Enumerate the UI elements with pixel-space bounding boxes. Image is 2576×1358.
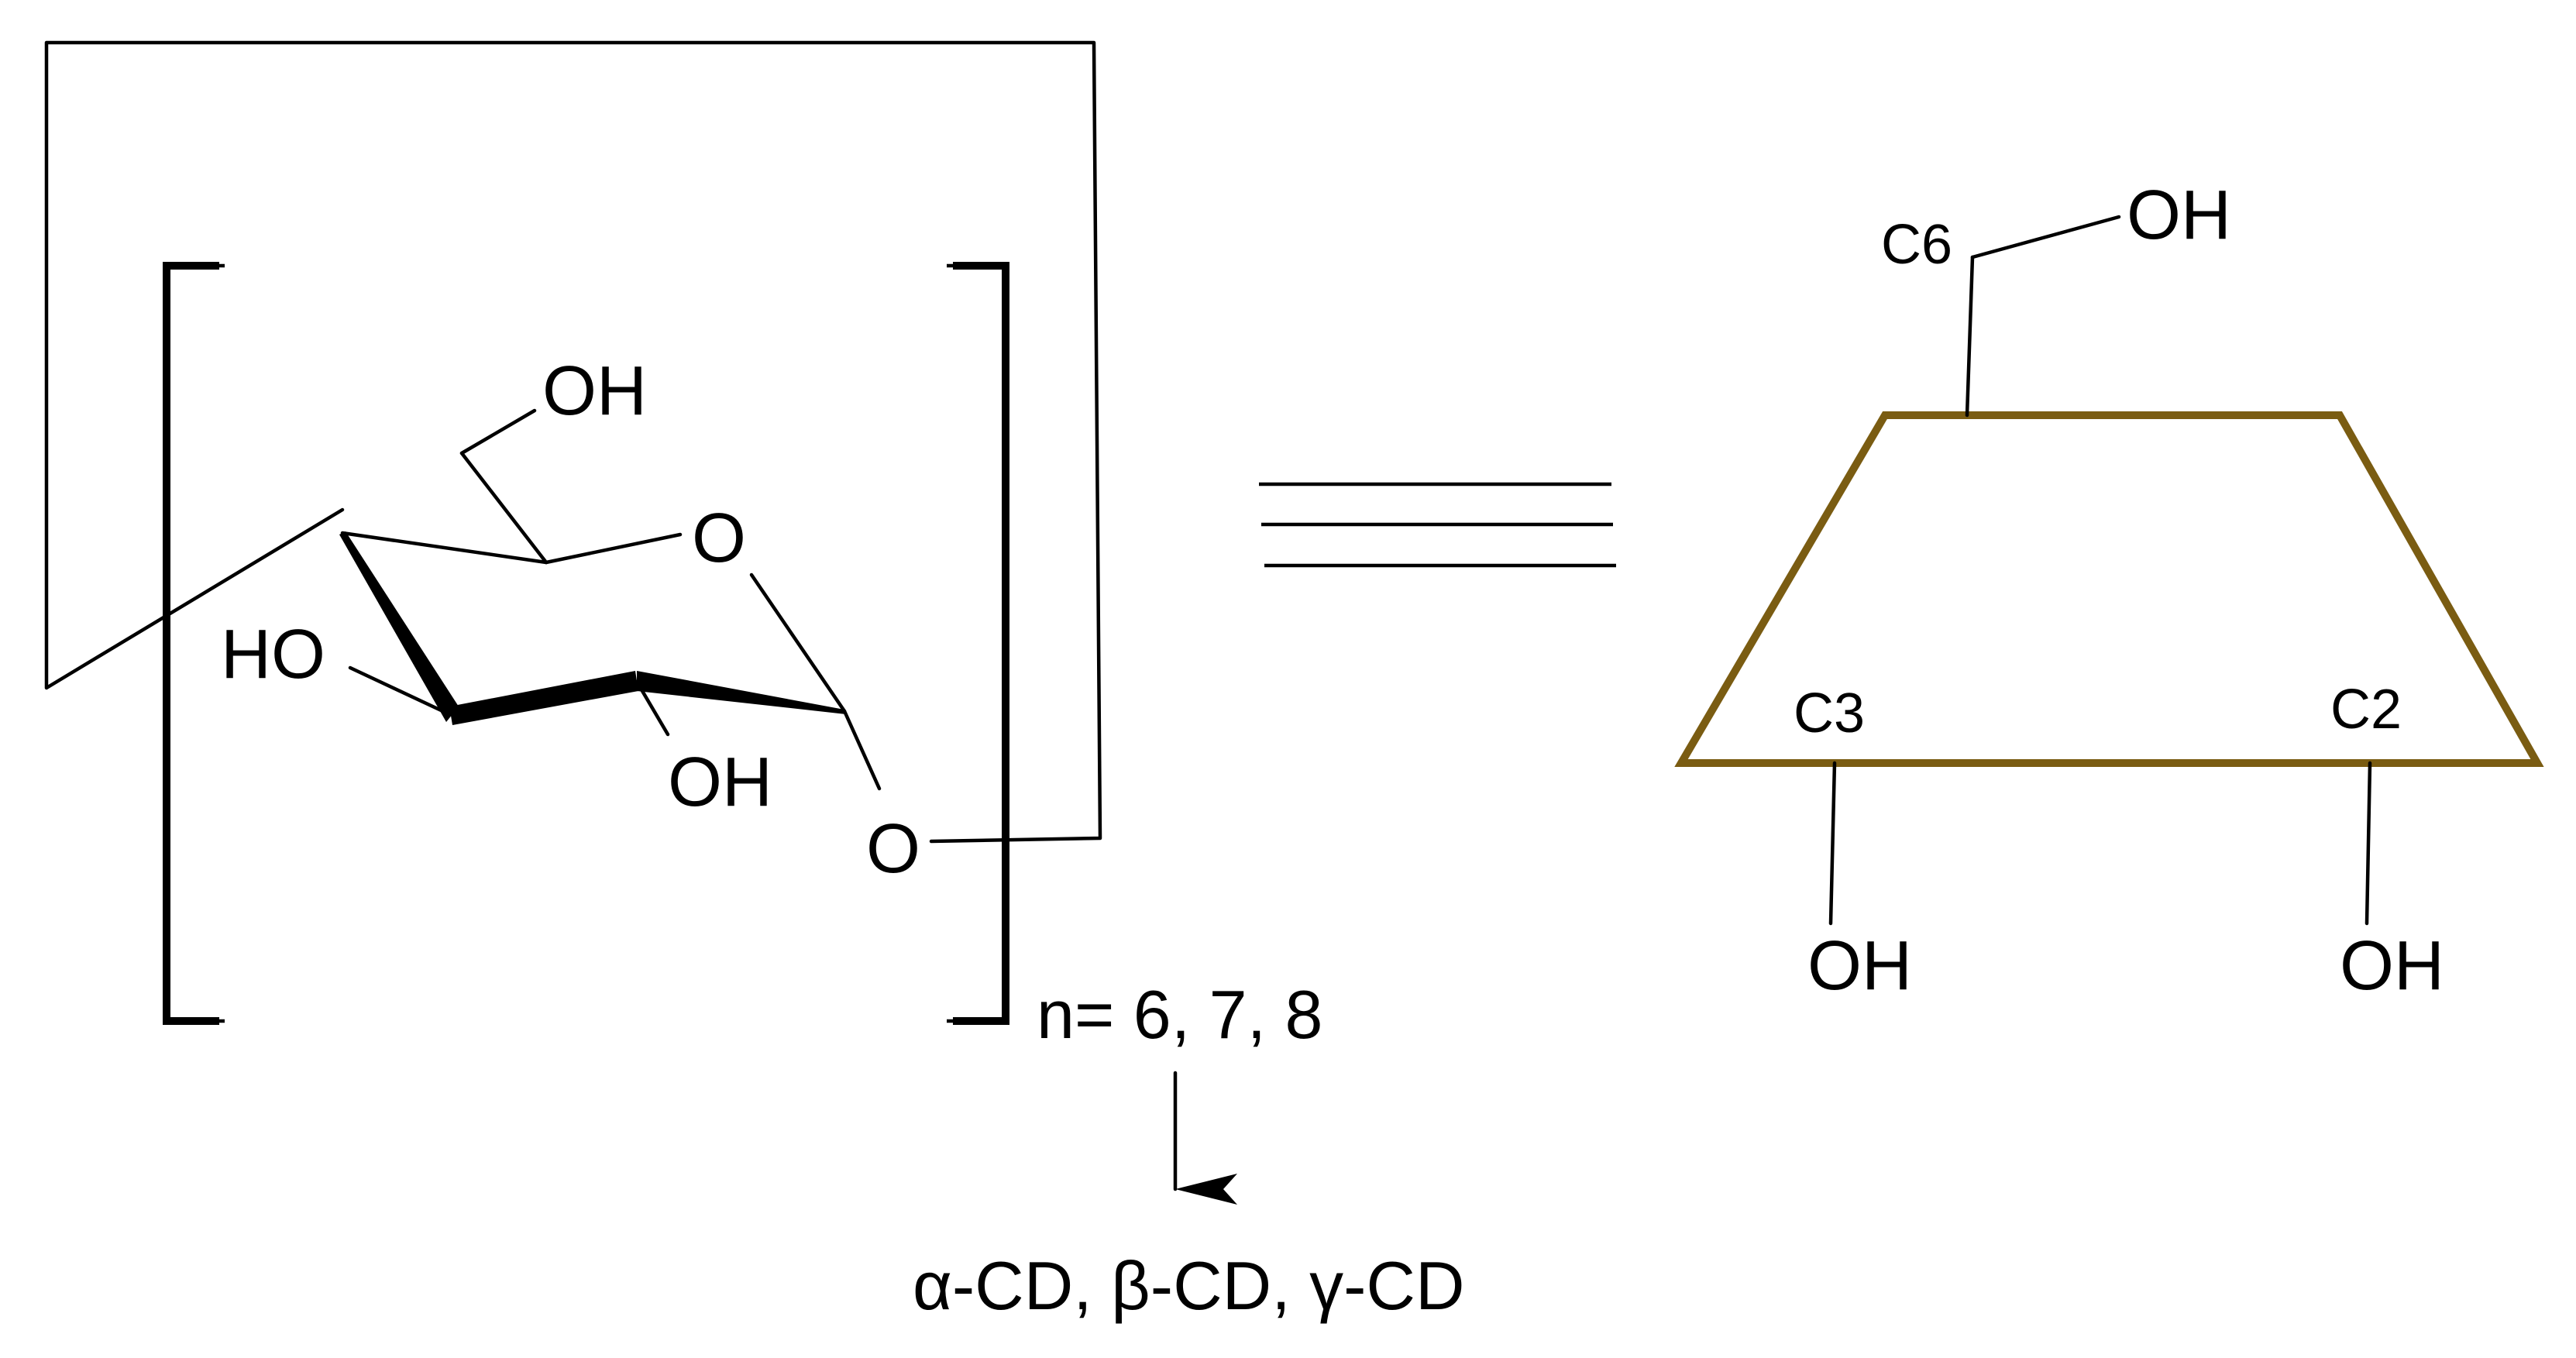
glucose-unit-structure: OH O HO OH O n= 6, 7, 8 α-CD, β-CD, γ-CD bbox=[44, 40, 1465, 1324]
torus-c2-label: C2 bbox=[2330, 679, 2402, 741]
bond-c5-c6 bbox=[459, 451, 549, 565]
wedge-c3-c2 bbox=[449, 671, 638, 725]
bond-c4-c5 bbox=[340, 531, 549, 565]
bond-c6-oh bbox=[459, 408, 537, 456]
torus-c6-hydroxyl-label: OH bbox=[2127, 177, 2231, 254]
c2-hydroxyl-label: OH bbox=[668, 744, 772, 821]
bond-c1-glycosidic-o bbox=[842, 709, 882, 791]
left-bracket bbox=[163, 262, 219, 1025]
repeat-count-label: n= 6, 7, 8 bbox=[1037, 976, 1322, 1053]
c3-hydroxyl-label: HO bbox=[221, 616, 325, 693]
cyclodextrin-types-label: α-CD, β-CD, γ-CD bbox=[913, 1247, 1465, 1324]
bond-ring-o-c1 bbox=[749, 572, 847, 713]
wedge-c2-c1 bbox=[637, 671, 846, 714]
bond-torus-c3 bbox=[1828, 761, 1837, 926]
wedge-c4-c3 bbox=[339, 531, 459, 722]
torus-c3-hydroxyl-label: OH bbox=[1807, 927, 1912, 1005]
torus-outline bbox=[1674, 411, 2544, 767]
ring-oxygen-label: O bbox=[692, 500, 746, 577]
cyclic-linkage-line bbox=[44, 40, 1102, 844]
bond-torus-c2 bbox=[2364, 761, 2372, 926]
bond-torus-c6-oh bbox=[1970, 215, 2121, 260]
torus-representation: C6 OH C3 OH C2 OH bbox=[1674, 177, 2544, 1005]
bond-c2-oh bbox=[635, 679, 670, 737]
glycosidic-oxygen-label: O bbox=[866, 810, 920, 888]
bond-torus-c6 bbox=[1965, 255, 1975, 418]
equivalence-sign bbox=[1259, 482, 1616, 568]
torus-c3-label: C3 bbox=[1794, 682, 1865, 744]
torus-c6-label: C6 bbox=[1881, 214, 1952, 276]
torus-c2-hydroxyl-label: OH bbox=[2340, 927, 2444, 1005]
bond-c3-oh bbox=[348, 665, 452, 717]
right-bracket bbox=[953, 262, 1009, 1025]
c6-hydroxyl-label: OH bbox=[542, 352, 647, 430]
bond-c5-ring-o bbox=[544, 532, 683, 565]
